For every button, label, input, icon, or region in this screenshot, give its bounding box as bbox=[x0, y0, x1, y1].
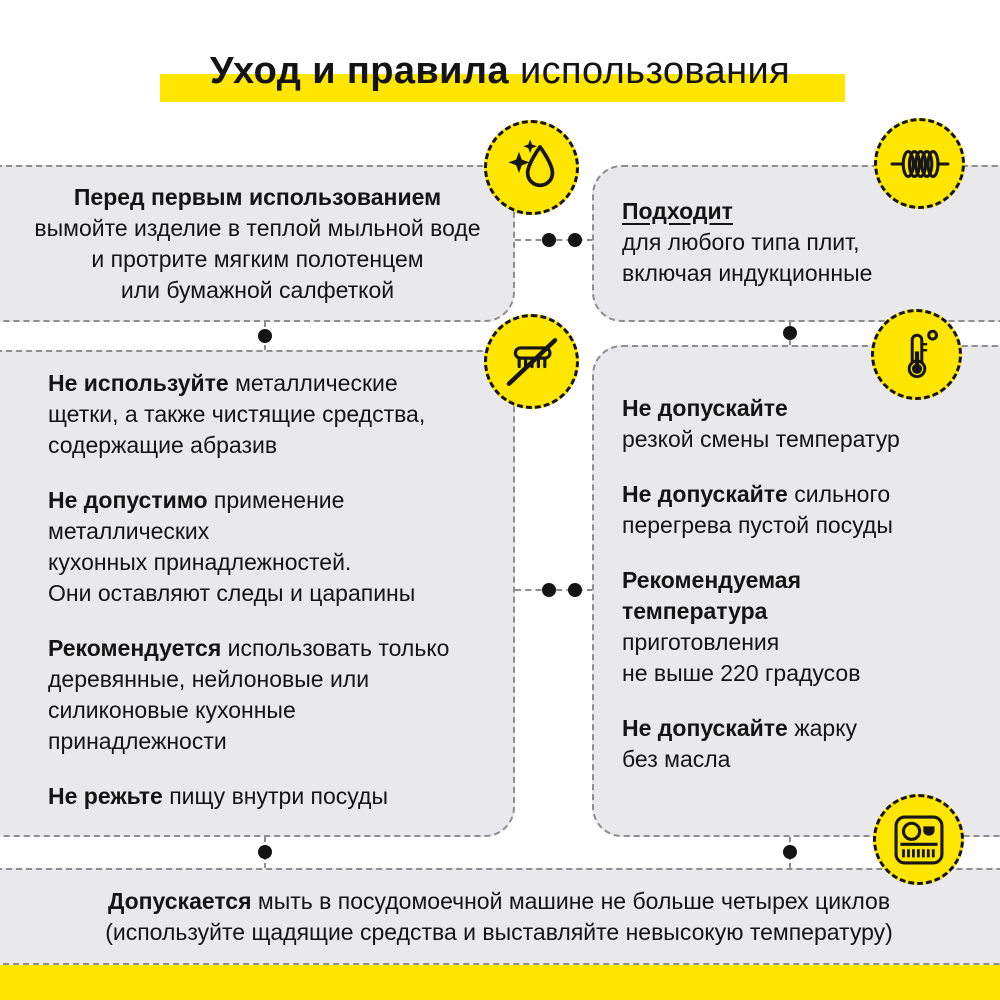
temp-p4-text: жарку без масла bbox=[622, 715, 858, 772]
stoves-text: для любого типа плит, включая индукционн… bbox=[622, 229, 873, 286]
first-use-lead: Перед первым использованием bbox=[73, 184, 442, 210]
temp-p1-lead: Не допускайте bbox=[622, 395, 788, 421]
title-regular: использования bbox=[509, 50, 791, 92]
card-dishwasher: Допускается мыть в посудомоечной машине … bbox=[0, 868, 1000, 965]
stoves-paragraph: Подходит для любого типа плит, включая и… bbox=[622, 196, 1000, 289]
connector-dot bbox=[542, 583, 556, 597]
care-paragraph-4: Не режьте пищу внутри посуды bbox=[48, 781, 503, 812]
dishwasher-badge bbox=[873, 794, 964, 885]
temp-paragraph-2: Не допускайте сильного перегрева пустой … bbox=[622, 479, 1000, 541]
no-metal-brush-icon bbox=[506, 337, 557, 386]
dishwasher-lead: Допускается bbox=[107, 888, 252, 914]
care-p3-text: использовать только деревянные, нейлонов… bbox=[48, 635, 450, 754]
connector-dot bbox=[783, 326, 797, 340]
temp-p3-text: приготовления не выше 220 градусов bbox=[622, 629, 861, 686]
card-care-rules: Не используйте металлические щетки, а та… bbox=[0, 350, 515, 837]
connector-dot bbox=[783, 845, 797, 859]
induction-coil-icon bbox=[890, 149, 949, 178]
card-temperature-rules: Не допускайте резкой смены температур Не… bbox=[592, 345, 1000, 837]
temp-paragraph-1: Не допускайте резкой смены температур bbox=[622, 393, 1000, 455]
care-p4-text: пищу внутри посуды bbox=[162, 783, 388, 809]
care-p2-text: применение металлических кухонных принад… bbox=[48, 487, 416, 606]
temp-p3-lead: Рекомендуемая температура bbox=[622, 567, 801, 624]
temp-p2-text: сильного перегрева пустой посуды bbox=[622, 481, 893, 538]
care-p3-lead: Рекомендуется bbox=[48, 635, 222, 661]
care-p1-lead: Не используйте bbox=[48, 370, 229, 396]
connector-dot bbox=[258, 845, 272, 859]
temp-p1-text: резкой смены температур bbox=[622, 426, 900, 452]
card-first-use: Перед первым использованием вымойте изде… bbox=[0, 165, 515, 322]
thermometer-badge bbox=[871, 309, 962, 400]
dishwasher-paragraph: Допускается мыть в посудомоечной машине … bbox=[18, 886, 980, 948]
thermometer-icon bbox=[907, 329, 938, 378]
temp-p4-lead: Не допускайте bbox=[622, 715, 788, 741]
induction-badge bbox=[874, 118, 965, 209]
care-p2-lead: Не допустимо bbox=[48, 487, 208, 513]
care-paragraph-1: Не используйте металлические щетки, а та… bbox=[48, 368, 503, 461]
bottom-accent-bar bbox=[0, 965, 1000, 1000]
cleaning-badge bbox=[484, 120, 579, 215]
dishwasher-icon bbox=[894, 815, 943, 864]
connector-dot bbox=[568, 583, 582, 597]
sparkle-drop-icon bbox=[507, 138, 554, 187]
connector-dot bbox=[258, 329, 272, 343]
temp-p2-lead: Не допускайте bbox=[622, 481, 788, 507]
title-bold: Уход и правила bbox=[209, 50, 510, 92]
care-paragraph-3: Рекомендуется использовать только деревя… bbox=[48, 633, 503, 757]
dishwasher-text: мыть в посудомоечной машине не больше че… bbox=[105, 888, 893, 945]
care-p1-text: металлические щетки, а также чистящие ср… bbox=[48, 370, 426, 458]
temp-paragraph-3: Рекомендуемая температура приготовления … bbox=[622, 565, 1000, 689]
page-title: Уход и правила использования bbox=[0, 50, 1000, 93]
first-use-text: вымойте изделие в теплой мыльной воде и … bbox=[34, 215, 481, 303]
stoves-lead: Подходит bbox=[622, 198, 733, 224]
care-paragraph-2: Не допустимо применение металлических ку… bbox=[48, 485, 503, 609]
care-p4-lead: Не режьте bbox=[48, 783, 163, 809]
temp-paragraph-4: Не допускайте жарку без масла bbox=[622, 713, 1000, 775]
connector-dot bbox=[542, 233, 556, 247]
no-brush-badge bbox=[484, 314, 579, 409]
connector-dot bbox=[568, 233, 582, 247]
first-use-paragraph: Перед первым использованием вымойте изде… bbox=[8, 182, 507, 306]
title-highlight-bar bbox=[160, 74, 845, 102]
